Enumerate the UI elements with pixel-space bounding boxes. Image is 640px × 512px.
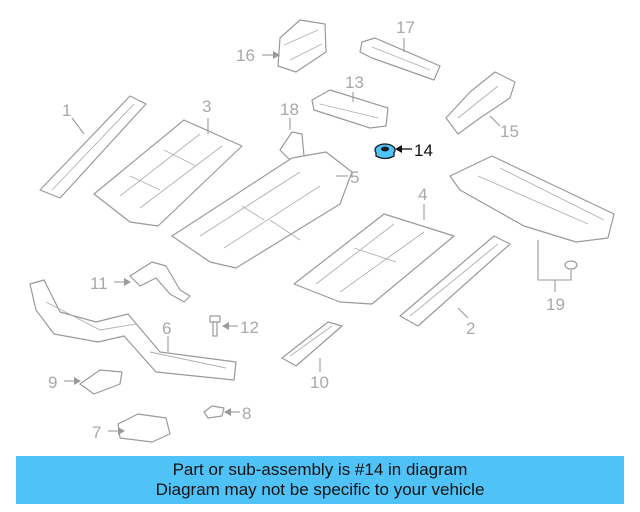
part-17	[359, 37, 441, 81]
callout-10: 10	[310, 373, 329, 392]
callout-1: 1	[62, 101, 71, 120]
part-1	[39, 95, 147, 199]
part-4	[293, 213, 455, 305]
callout-7: 7	[92, 423, 101, 442]
part-10	[281, 321, 343, 367]
part-13	[311, 89, 389, 129]
callout-13: 13	[345, 73, 364, 92]
part-8	[203, 405, 225, 419]
part-3	[93, 119, 243, 227]
parts-diagram: 16 17 13 18 15 14 1 3	[29, 18, 615, 443]
part-19	[449, 155, 615, 270]
part-11	[129, 261, 191, 303]
part-15	[445, 71, 516, 135]
part-2	[399, 235, 511, 327]
callout-12: 12	[240, 318, 259, 337]
banner-line-2: Diagram may not be specific to your vehi…	[155, 480, 485, 499]
callout-15: 15	[500, 122, 519, 141]
callout-16: 16	[236, 46, 255, 65]
callout-8: 8	[242, 404, 251, 423]
callout-5: 5	[350, 168, 359, 187]
callout-4: 4	[418, 185, 427, 204]
callout-9: 9	[48, 373, 57, 392]
callout-17: 17	[396, 18, 415, 37]
callout-3: 3	[202, 97, 211, 116]
part-5	[171, 151, 353, 269]
callout-6: 6	[162, 319, 171, 338]
callout-2: 2	[466, 319, 475, 338]
callout-19: 19	[546, 295, 565, 314]
part-6	[29, 279, 237, 381]
part-info-banner: Part or sub-assembly is #14 in diagram D…	[16, 456, 624, 504]
banner-line-1: Part or sub-assembly is #14 in diagram	[172, 460, 468, 479]
part-18	[279, 131, 305, 161]
part-16	[277, 19, 327, 73]
part-12	[209, 315, 221, 337]
part-7	[117, 413, 171, 443]
part-14-highlighted	[374, 143, 396, 160]
part-9	[79, 369, 123, 395]
callout-14: 14	[414, 141, 433, 160]
callout-18: 18	[280, 100, 299, 119]
callout-11: 11	[90, 274, 108, 293]
